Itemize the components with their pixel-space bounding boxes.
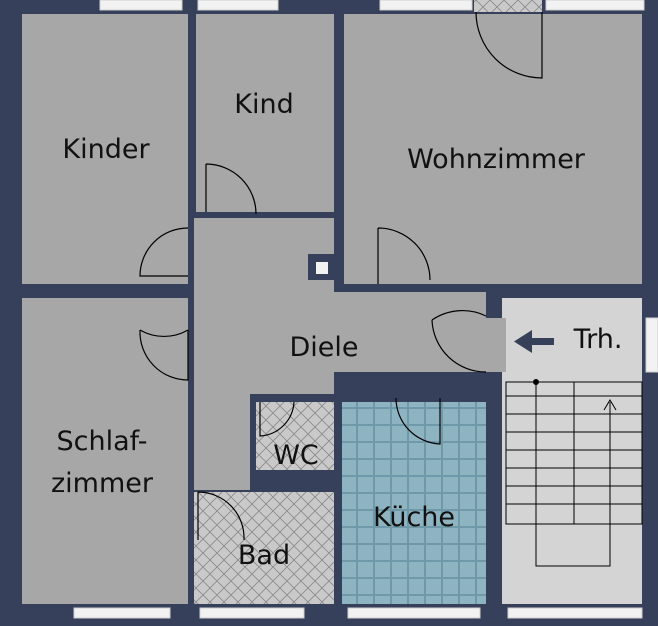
window (347, 607, 481, 619)
label-schlafzimmer-2: zimmer (51, 468, 154, 499)
door-swing (475, 11, 543, 79)
entrance-door-frame (474, 0, 542, 12)
label-kind: Kind (234, 89, 293, 120)
door-swings (139, 11, 543, 541)
door-swing (377, 227, 431, 284)
stairwell-entry (486, 318, 506, 372)
door-swing (197, 491, 245, 541)
room-kind (196, 14, 334, 212)
label-schlafzimmer-1: Schlaf- (57, 426, 148, 457)
room-diele (194, 218, 486, 490)
label-bad: Bad (238, 540, 290, 571)
window (645, 317, 658, 373)
window (73, 607, 171, 619)
stair-arrowhead (603, 399, 617, 411)
door-swing (139, 227, 189, 277)
window (507, 607, 643, 619)
door-swing (259, 401, 295, 437)
label-diele: Diele (289, 332, 358, 363)
door-swing (395, 397, 441, 445)
room-kinder (22, 14, 188, 284)
room-wc (256, 402, 334, 470)
window (379, 0, 473, 11)
door-swing (205, 163, 257, 215)
door-swing (139, 329, 189, 381)
stair-walkline (535, 382, 611, 567)
stair-start-dot (533, 379, 539, 385)
shaft-inner (316, 262, 328, 274)
door-swing (431, 310, 487, 373)
windows (73, 0, 658, 619)
label-stairwell: Trh. (573, 324, 623, 355)
label-wc: WC (273, 440, 319, 471)
window (545, 0, 645, 11)
stairwell-area (502, 298, 642, 604)
room-wohnzimmer (344, 14, 642, 284)
label-kinder: Kinder (62, 134, 150, 165)
room-bad (194, 492, 334, 604)
window (197, 0, 279, 11)
label-wohnzimmer: Wohnzimmer (407, 144, 586, 175)
window (199, 607, 305, 619)
left-arrow-icon (514, 330, 554, 353)
window (99, 0, 183, 11)
staircase (505, 379, 643, 567)
room-kueche (342, 402, 486, 604)
label-kueche: Küche (373, 502, 455, 533)
room-schlafzimmer (22, 298, 188, 604)
